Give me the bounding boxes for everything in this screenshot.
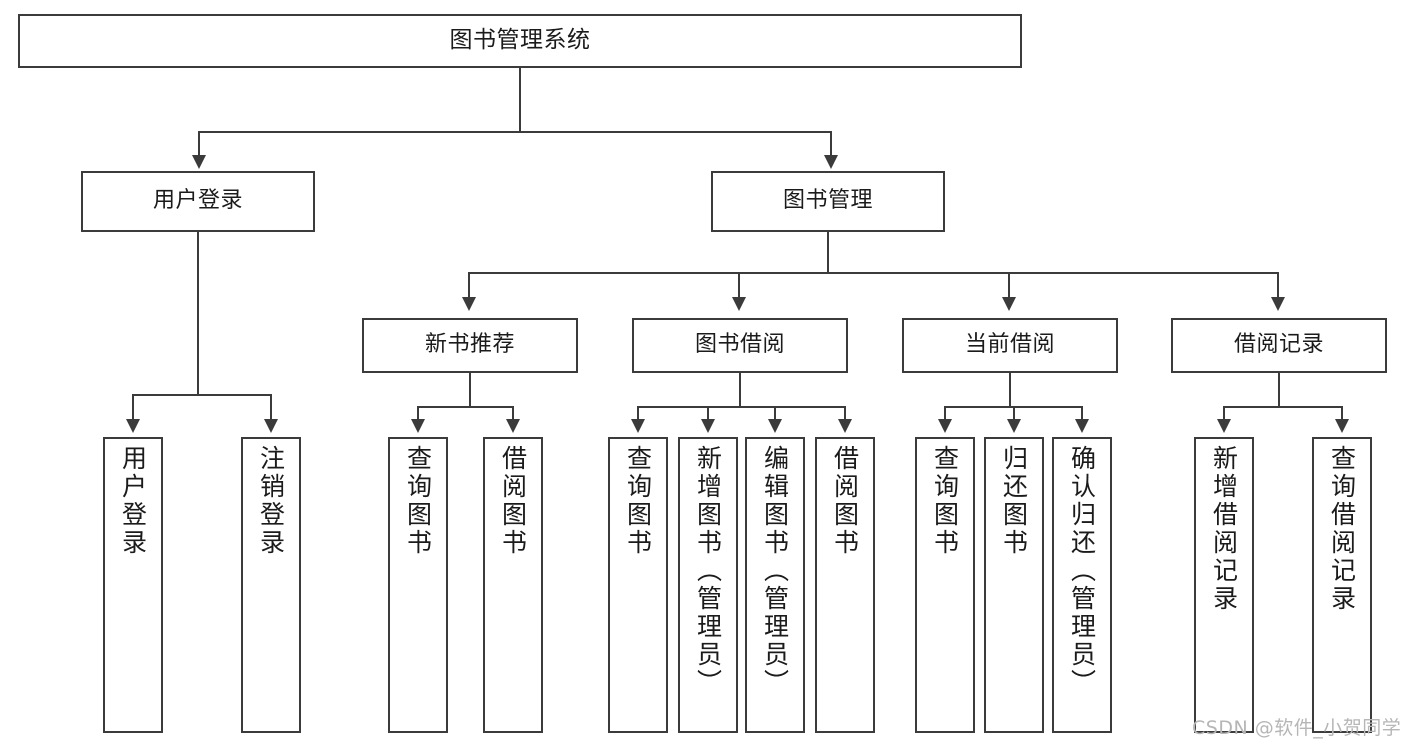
arrow-root-to-book-mgmt xyxy=(824,155,838,169)
arrow-book-mgmt-to-new-books xyxy=(462,297,476,311)
connector-book-mgmt-to-borrow xyxy=(738,272,740,298)
connector-borrow-to-leaf-1 xyxy=(637,406,639,420)
connector-borrow-to-leaf-4 xyxy=(844,406,846,420)
connector-root-bus xyxy=(198,131,832,133)
connector-borrow-bus xyxy=(637,406,845,408)
node-label: 用户登录 xyxy=(118,445,148,557)
connector-borrow-to-leaf-2 xyxy=(707,406,709,420)
connector-book-mgmt-to-records xyxy=(1277,272,1279,298)
node-label: 图书管理 xyxy=(782,188,873,214)
connector-new-books-bus xyxy=(417,406,513,408)
arrow-borrow-to-leaf-2 xyxy=(701,419,715,433)
arrow-borrow-to-leaf-1 xyxy=(631,419,645,433)
leaf-node-query-books-borrow[interactable]: 查询图书 xyxy=(608,437,668,733)
connector-records-to-leaf-2 xyxy=(1341,406,1343,420)
arrow-records-to-leaf-1 xyxy=(1217,419,1231,433)
leaf-node-borrow-books-new[interactable]: 借阅图书 xyxy=(483,437,543,733)
node-label: 当前借阅 xyxy=(964,332,1055,358)
arrow-records-to-leaf-2 xyxy=(1335,419,1349,433)
node-label: 借阅图书 xyxy=(830,445,860,557)
connector-new-books-stem xyxy=(469,373,471,406)
connector-new-books-to-leaf-1 xyxy=(417,406,419,420)
connector-user-login-to-leaf-2 xyxy=(270,394,272,420)
leaf-node-user-login[interactable]: 用户登录 xyxy=(103,437,163,733)
arrow-user-login-to-leaf-1 xyxy=(126,419,140,433)
node-label: 新书推荐 xyxy=(424,332,515,358)
connector-new-books-to-leaf-2 xyxy=(512,406,514,420)
arrow-current-to-leaf-1 xyxy=(938,419,952,433)
connector-current-to-leaf-3 xyxy=(1081,406,1083,420)
connector-records-stem xyxy=(1278,373,1280,406)
connector-book-mgmt-to-current xyxy=(1008,272,1010,298)
node-label: 查询借阅记录 xyxy=(1327,445,1357,613)
arrow-current-to-leaf-3 xyxy=(1075,419,1089,433)
leaf-node-edit-book-admin[interactable]: 编辑图书（管理员） xyxy=(745,437,805,733)
connector-book-mgmt-bus xyxy=(468,272,1279,274)
arrow-new-books-to-leaf-2 xyxy=(506,419,520,433)
connector-user-login-bus xyxy=(132,394,271,396)
arrow-borrow-to-leaf-3 xyxy=(768,419,782,433)
node-label: 查询图书 xyxy=(930,445,960,557)
connector-root-to-book-mgmt xyxy=(830,131,832,157)
node-book-management[interactable]: 图书管理 xyxy=(711,171,945,232)
node-label: 确认归还（管理员） xyxy=(1067,445,1097,697)
node-root-library-system[interactable]: 图书管理系统 xyxy=(18,14,1022,68)
connector-root-to-user-login xyxy=(198,131,200,157)
node-new-book-recommend[interactable]: 新书推荐 xyxy=(362,318,578,373)
arrow-book-mgmt-to-current xyxy=(1002,297,1016,311)
connector-borrow-stem xyxy=(739,373,741,406)
node-label: 新增借阅记录 xyxy=(1209,445,1239,613)
node-user-login[interactable]: 用户登录 xyxy=(81,171,315,232)
node-borrow-records[interactable]: 借阅记录 xyxy=(1171,318,1387,373)
node-book-borrow[interactable]: 图书借阅 xyxy=(632,318,848,373)
arrow-book-mgmt-to-records xyxy=(1271,297,1285,311)
arrow-borrow-to-leaf-4 xyxy=(838,419,852,433)
connector-borrow-to-leaf-3 xyxy=(774,406,776,420)
arrow-current-to-leaf-2 xyxy=(1007,419,1021,433)
node-label: 注销登录 xyxy=(256,445,286,557)
node-label: 查询图书 xyxy=(623,445,653,557)
node-label: 用户登录 xyxy=(152,188,243,214)
leaf-node-query-books-current[interactable]: 查询图书 xyxy=(915,437,975,733)
connector-records-bus xyxy=(1223,406,1342,408)
connector-user-login-to-leaf-1 xyxy=(132,394,134,420)
arrow-book-mgmt-to-borrow xyxy=(732,297,746,311)
connector-records-to-leaf-1 xyxy=(1223,406,1225,420)
leaf-node-query-books-new[interactable]: 查询图书 xyxy=(388,437,448,733)
connector-current-to-leaf-1 xyxy=(944,406,946,420)
arrow-root-to-user-login xyxy=(192,155,206,169)
connector-root-stem xyxy=(519,68,521,131)
node-label: 图书管理系统 xyxy=(449,27,591,54)
connector-current-stem xyxy=(1009,373,1011,406)
connector-user-login-stem xyxy=(197,232,199,394)
node-label: 借阅图书 xyxy=(498,445,528,557)
arrow-user-login-to-leaf-2 xyxy=(264,419,278,433)
node-label: 查询图书 xyxy=(403,445,433,557)
node-current-borrow[interactable]: 当前借阅 xyxy=(902,318,1118,373)
node-label: 新增图书（管理员） xyxy=(693,445,723,697)
arrow-new-books-to-leaf-1 xyxy=(411,419,425,433)
leaf-node-logout[interactable]: 注销登录 xyxy=(241,437,301,733)
node-label: 归还图书 xyxy=(999,445,1029,557)
node-label: 图书借阅 xyxy=(694,332,785,358)
leaf-node-confirm-return-admin[interactable]: 确认归还（管理员） xyxy=(1052,437,1112,733)
leaf-node-query-borrow-record[interactable]: 查询借阅记录 xyxy=(1312,437,1372,733)
leaf-node-add-borrow-record[interactable]: 新增借阅记录 xyxy=(1194,437,1254,733)
connector-book-mgmt-stem xyxy=(827,232,829,272)
leaf-node-add-book-admin[interactable]: 新增图书（管理员） xyxy=(678,437,738,733)
node-label: 借阅记录 xyxy=(1233,332,1324,358)
leaf-node-return-books[interactable]: 归还图书 xyxy=(984,437,1044,733)
connector-current-to-leaf-2 xyxy=(1013,406,1015,420)
node-label: 编辑图书（管理员） xyxy=(760,445,790,697)
connector-book-mgmt-to-new-books xyxy=(468,272,470,298)
leaf-node-borrow-books[interactable]: 借阅图书 xyxy=(815,437,875,733)
